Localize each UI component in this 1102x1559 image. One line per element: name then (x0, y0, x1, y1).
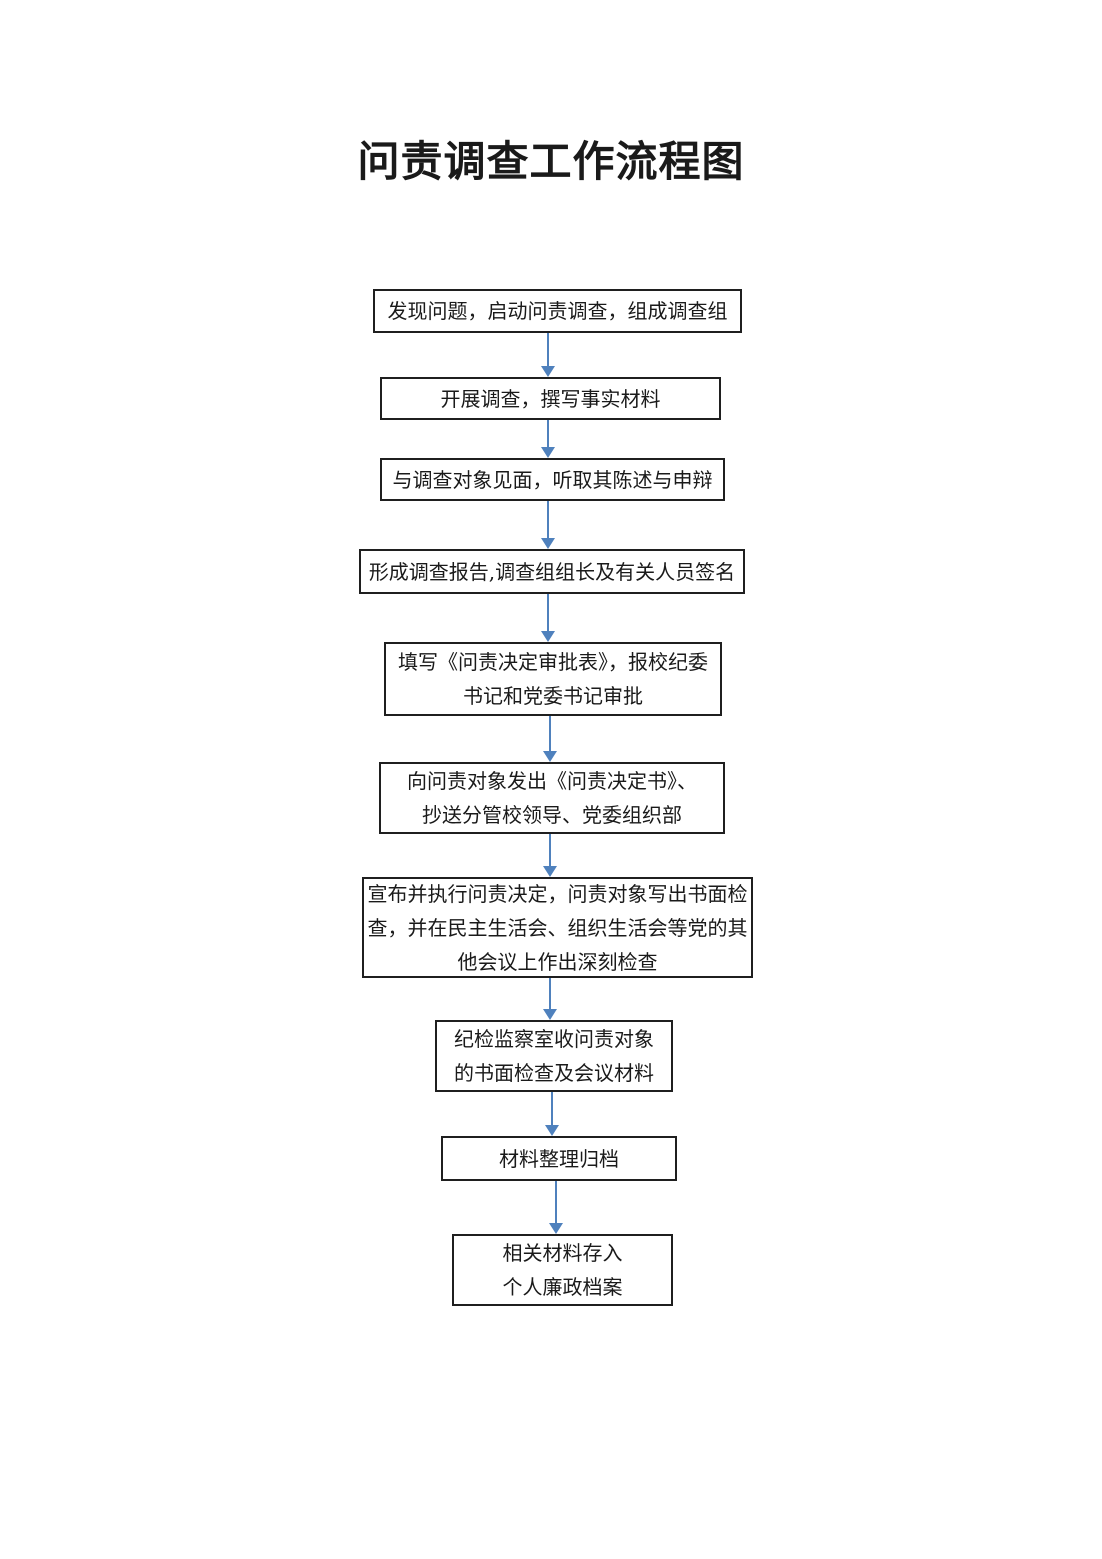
down-arrow-icon (541, 594, 555, 642)
flow-step-9: 材料整理归档 (441, 1136, 677, 1181)
flow-step-1: 发现问题，启动问责调查，组成调查组 (373, 289, 742, 333)
down-arrow-icon (543, 834, 557, 877)
flow-step-8: 纪检监察室收问责对象 的书面检查及会议材料 (435, 1020, 673, 1092)
arrow-shaft (549, 834, 551, 866)
flow-step-8-label: 纪检监察室收问责对象 的书面检查及会议材料 (454, 1027, 654, 1085)
arrow-head (543, 866, 557, 877)
flow-step-4-label: 形成调查报告,调查组组长及有关人员签名 (368, 559, 736, 584)
flow-step-10-label: 相关材料存入 个人廉政档案 (502, 1241, 623, 1299)
flow-step-2-label: 开展调查，撰写事实材料 (440, 386, 661, 411)
arrow-shaft (547, 594, 549, 631)
arrow-shaft (551, 1092, 553, 1125)
flow-step-10: 相关材料存入 个人廉政档案 (452, 1234, 673, 1306)
arrow-shaft (549, 978, 551, 1009)
flow-step-5: 填写《问责决定审批表》，报校纪委 书记和党委书记审批 (384, 642, 722, 716)
flow-step-6-label: 向问责对象发出《问责决定书》、 抄送分管校领导、党委组织部 (407, 769, 697, 827)
arrow-head (549, 1223, 563, 1234)
flow-step-9-label: 材料整理归档 (499, 1146, 619, 1171)
flow-step-7-label: 宣布并执行问责决定，问责对象写出书面检 查，并在民主生活会、组织生活会等党的其 … (367, 881, 748, 974)
arrow-head (541, 366, 555, 377)
down-arrow-icon (543, 716, 557, 762)
down-arrow-icon (549, 1181, 563, 1234)
arrow-shaft (547, 420, 549, 447)
arrow-shaft (555, 1181, 557, 1223)
down-arrow-icon (543, 978, 557, 1020)
flow-step-5-label: 填写《问责决定审批表》，报校纪委 书记和党委书记审批 (398, 650, 708, 708)
arrow-head (543, 751, 557, 762)
page-title: 问责调查工作流程图 (357, 137, 745, 186)
arrow-shaft (549, 716, 551, 751)
down-arrow-icon (541, 420, 555, 458)
flow-step-6: 向问责对象发出《问责决定书》、 抄送分管校领导、党委组织部 (379, 762, 725, 834)
flow-step-3: 与调查对象见面，听取其陈述与申辩 (380, 458, 725, 501)
arrow-head (541, 631, 555, 642)
flow-step-3-label: 与调查对象见面，听取其陈述与申辩 (392, 467, 713, 492)
arrow-shaft (547, 501, 549, 538)
arrow-head (545, 1125, 559, 1136)
flow-step-7: 宣布并执行问责决定，问责对象写出书面检 查，并在民主生活会、组织生活会等党的其 … (362, 877, 753, 978)
arrow-head (541, 447, 555, 458)
flow-step-4: 形成调查报告,调查组组长及有关人员签名 (359, 549, 745, 594)
flow-step-1-label: 发现问题，启动问责调查，组成调查组 (387, 299, 728, 323)
down-arrow-icon (541, 501, 555, 549)
down-arrow-icon (545, 1092, 559, 1136)
arrow-head (543, 1009, 557, 1020)
down-arrow-icon (541, 333, 555, 377)
arrow-head (541, 538, 555, 549)
flow-step-2: 开展调查，撰写事实材料 (380, 377, 721, 420)
arrow-shaft (547, 333, 549, 366)
